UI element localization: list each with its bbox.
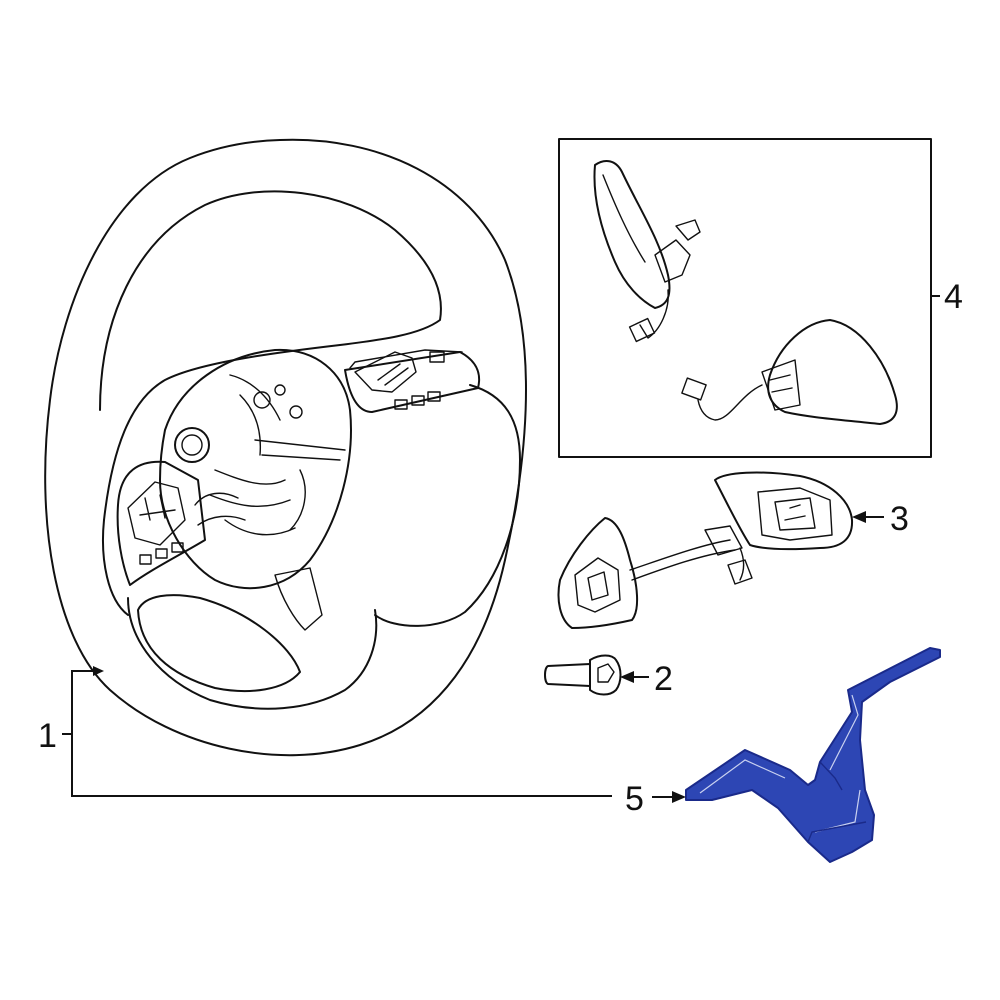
lower-cover-body	[685, 647, 941, 863]
steering-wheel[interactable]	[44, 138, 527, 757]
kit-switch-right	[767, 319, 898, 425]
bolt-head	[589, 654, 622, 696]
leader-1	[62, 670, 612, 797]
bolt-shank	[544, 663, 591, 687]
callout-1: 1	[38, 717, 57, 755]
kit-harness-right	[697, 384, 763, 421]
wheel-hub-boss	[174, 427, 210, 463]
callout-4: 4	[944, 278, 963, 316]
bolt[interactable]	[544, 654, 622, 696]
switch-left	[557, 517, 639, 629]
wheel-inner-rim-top	[99, 190, 442, 521]
kit-frame	[558, 138, 932, 458]
wheel-outer-rim	[44, 138, 527, 757]
wheel-hub	[159, 348, 352, 590]
wheel-right-switch	[354, 351, 417, 393]
callout-2: 2	[654, 660, 673, 698]
switch-assembly[interactable]	[557, 471, 854, 629]
wheel-inner-rim-left	[102, 519, 129, 616]
wheel-lower-spoke	[127, 597, 378, 710]
lower-cover[interactable]	[685, 647, 941, 863]
leader-lines	[62, 295, 940, 803]
callout-5: 5	[625, 780, 644, 818]
kit-harness-left	[639, 289, 669, 339]
switch-right	[714, 471, 854, 551]
wheel-left-spoke	[116, 460, 206, 586]
switch-harness	[629, 539, 736, 581]
callout-3: 3	[890, 500, 909, 538]
wheel-right-spoke	[344, 351, 480, 413]
wheel-inner-rim-right	[374, 384, 521, 627]
wheel-left-switch	[127, 481, 186, 546]
wheel-lower-opening	[137, 594, 301, 693]
switch-kit-box[interactable]	[558, 138, 932, 458]
